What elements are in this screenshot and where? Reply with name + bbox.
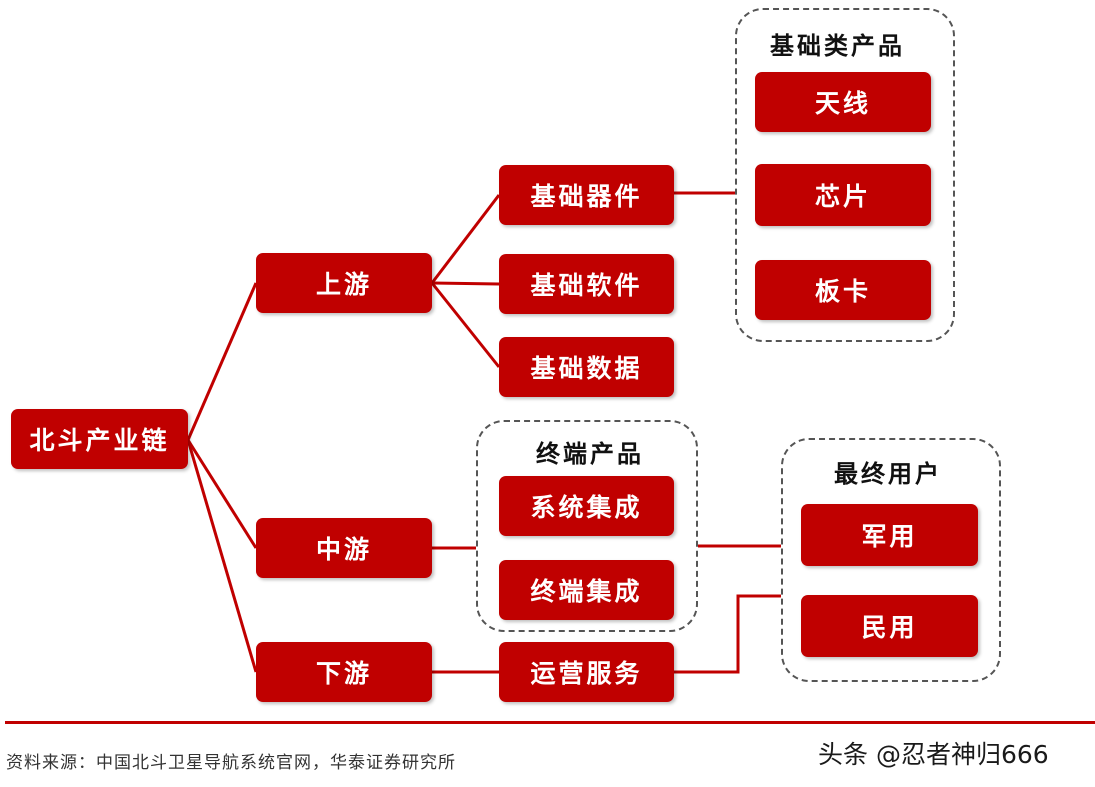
node-downstream: 下游 xyxy=(256,642,432,702)
watermark: 头条 @忍者神归666 xyxy=(818,740,1049,769)
node-basic-devices: 基础器件 xyxy=(499,165,674,225)
basic-products-group xyxy=(735,8,955,342)
node-upstream: 上游 xyxy=(256,253,432,313)
node-operation-service: 运营服务 xyxy=(499,642,674,702)
node-basic-software: 基础软件 xyxy=(499,254,674,314)
terminal-products-group xyxy=(476,420,698,632)
node-military: 军用 xyxy=(801,504,978,566)
end-users-group xyxy=(781,438,1001,682)
node-root: 北斗产业链 xyxy=(11,409,188,469)
node-antenna: 天线 xyxy=(755,72,931,132)
basic-products-title: 基础类产品 xyxy=(770,31,905,60)
node-chip: 芯片 xyxy=(755,164,931,226)
node-board: 板卡 xyxy=(755,260,931,320)
node-terminal-integration: 终端集成 xyxy=(499,560,674,620)
end-users-title: 最终用户 xyxy=(834,459,942,488)
source-text: 资料来源：中国北斗卫星导航系统官网，华泰证券研究所 xyxy=(6,753,456,773)
terminal-products-title: 终端产品 xyxy=(536,439,644,468)
node-system-integration: 系统集成 xyxy=(499,476,674,536)
node-civil: 民用 xyxy=(801,595,978,657)
node-midstream: 中游 xyxy=(256,518,432,578)
footer-divider xyxy=(5,721,1095,724)
node-basic-data: 基础数据 xyxy=(499,337,674,397)
